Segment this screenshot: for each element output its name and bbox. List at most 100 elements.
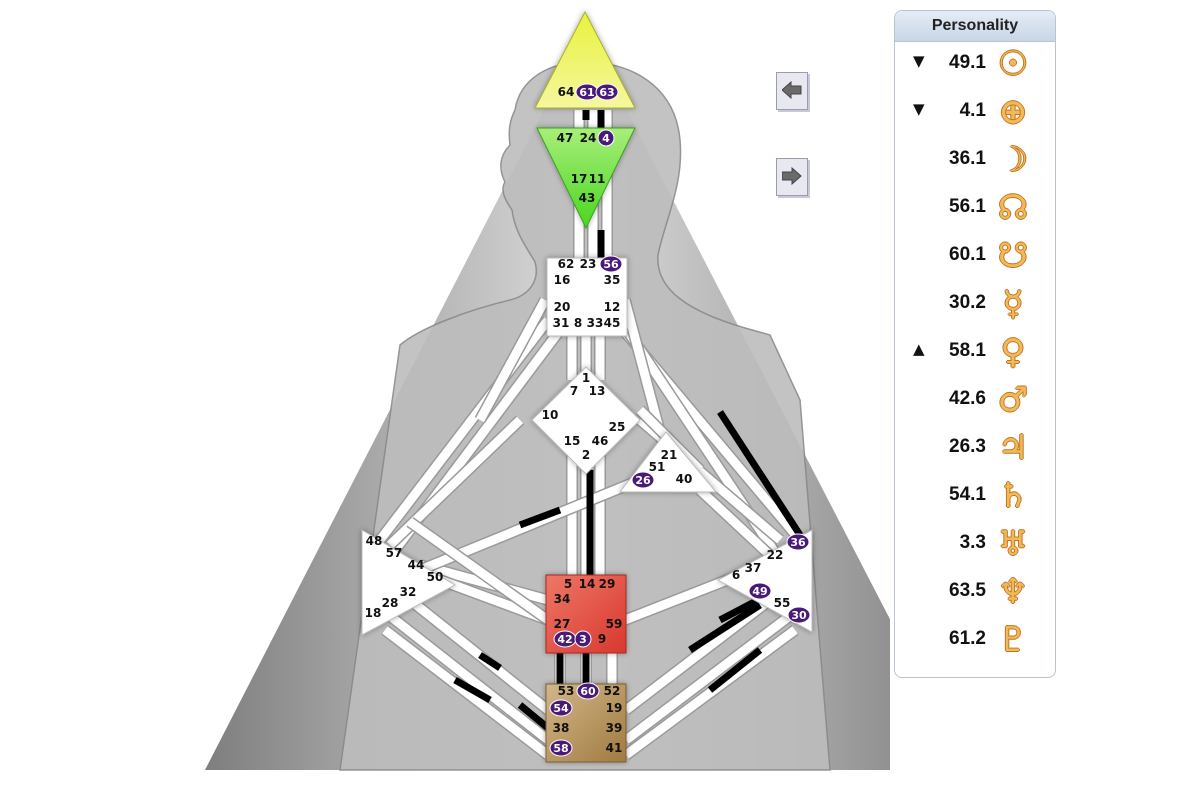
gate-23: 23 <box>580 257 597 271</box>
spleen-center <box>361 529 457 636</box>
gate-4-marker <box>597 129 615 147</box>
gate-58: 58 <box>553 742 568 755</box>
channel-fill-16 <box>476 297 549 423</box>
planet-gate-value: 4.1 <box>959 100 986 121</box>
direction-arrow: ▼ <box>913 100 925 118</box>
direction-arrow: ▲ <box>913 340 925 358</box>
channel-fill-30 <box>623 608 798 744</box>
solar-plexus-center <box>716 529 813 633</box>
gate-27: 27 <box>554 617 571 631</box>
gate-37: 37 <box>745 561 762 575</box>
mercury-icon: ☿ <box>1002 284 1024 324</box>
gate-10: 10 <box>542 408 559 422</box>
channel-fill-32 <box>623 596 773 714</box>
planet-row: 30.2 ☿ <box>895 282 1055 330</box>
gate-36: 36 <box>790 536 806 549</box>
gate-9: 9 <box>598 632 606 646</box>
planet-gate-value: 3.3 <box>959 532 986 553</box>
gate-48: 48 <box>366 534 383 548</box>
gate-38: 38 <box>553 721 570 735</box>
previous-button[interactable] <box>776 72 808 110</box>
channel-fill-29 <box>407 596 551 714</box>
gate-51: 51 <box>649 460 666 474</box>
neptune-icon: ♆ <box>997 572 1029 612</box>
planet-gate-value: 63.5 <box>949 580 986 601</box>
gate-21: 21 <box>661 448 678 462</box>
active-channel-11 <box>453 676 492 704</box>
gate-41: 41 <box>606 741 623 755</box>
gate-49-marker <box>748 582 772 600</box>
gate-61: 61 <box>579 86 594 99</box>
gate-46: 46 <box>592 434 609 448</box>
gate-16: 16 <box>554 273 571 287</box>
gate-49: 49 <box>752 585 767 598</box>
g-center <box>531 366 641 475</box>
next-button[interactable] <box>776 158 808 196</box>
gate-18: 18 <box>365 606 382 620</box>
personality-panel: Personality ▼49.1☉▼4.1⊕36.1☽56.1☊60.1☋30… <box>894 10 1056 678</box>
channel-fill-21 <box>418 560 550 605</box>
gate-36-marker <box>786 533 810 551</box>
gate-54-marker <box>549 699 573 717</box>
gate-57: 57 <box>386 546 403 560</box>
planet-gate-value: 58.1 <box>949 340 986 361</box>
gate-33: 33 <box>587 316 604 330</box>
gate-53: 53 <box>558 684 575 698</box>
planet-row: 36.1☽ <box>895 138 1055 186</box>
gate-5: 5 <box>564 577 572 591</box>
planet-row: 56.1☊ <box>895 186 1055 234</box>
sun-icon: ☉ <box>997 44 1029 84</box>
gate-31: 31 <box>553 316 570 330</box>
gate-34: 34 <box>554 592 571 606</box>
active-channel-13 <box>688 602 762 653</box>
active-channel-12 <box>517 702 551 731</box>
gate-40: 40 <box>676 472 693 486</box>
active-channel-5 <box>518 506 562 529</box>
earth-icon: ⊕ <box>998 92 1028 132</box>
gate-62: 62 <box>558 257 575 271</box>
gate-19: 19 <box>606 701 623 715</box>
channel-fill-27 <box>382 608 551 744</box>
jupiter-icon: ♃ <box>997 428 1029 468</box>
uranus-icon: ♅ <box>997 524 1029 564</box>
ajna-center <box>536 127 636 230</box>
planet-gate-value: 42.6 <box>949 388 986 409</box>
gate-42: 42 <box>557 633 572 646</box>
pluto-icon: ♇ <box>997 620 1029 660</box>
gate-64: 64 <box>558 85 575 99</box>
gate-3-marker <box>574 630 592 648</box>
gate-17: 17 <box>571 172 588 186</box>
planet-gate-value: 56.1 <box>949 196 986 217</box>
gate-26: 26 <box>635 474 651 487</box>
channel-fill-31 <box>623 626 798 759</box>
gate-35: 35 <box>604 273 621 287</box>
gate-45: 45 <box>604 316 621 330</box>
channel-fill-28 <box>382 626 551 759</box>
mars-icon: ♂ <box>997 380 1029 420</box>
gate-26-marker <box>631 471 655 489</box>
gate-7: 7 <box>570 384 578 398</box>
gate-8: 8 <box>574 316 582 330</box>
gate-22: 22 <box>767 548 784 562</box>
arrow-left-icon <box>782 81 802 99</box>
planet-gate-value: 30.2 <box>949 292 986 313</box>
planet-row: 61.2♇ <box>895 618 1055 666</box>
gate-24: 24 <box>580 131 597 145</box>
gate-56-marker <box>599 255 623 273</box>
active-channel-8 <box>717 410 803 537</box>
channel-fill-24 <box>407 518 551 624</box>
gate-11: 11 <box>589 172 606 186</box>
gate-32: 32 <box>400 585 417 599</box>
gate-56: 56 <box>603 258 619 271</box>
gate-3: 3 <box>579 633 587 646</box>
gate-2: 2 <box>582 448 590 462</box>
gate-63-marker <box>595 83 619 101</box>
planet-row: 26.3 ♃ <box>895 426 1055 474</box>
channel-fill-25 <box>623 570 742 625</box>
gate-28: 28 <box>382 596 399 610</box>
channel-fill-26 <box>696 486 779 564</box>
planet-gate-value: 26.3 <box>949 436 986 457</box>
gate-60-marker <box>576 682 600 700</box>
active-channel-14 <box>707 647 763 693</box>
